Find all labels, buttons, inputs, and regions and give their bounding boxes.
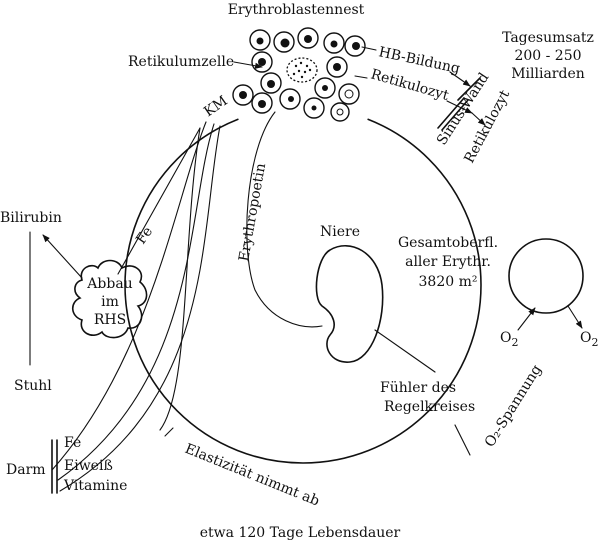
rhs-breakdown-cloud: [71, 259, 148, 339]
o2-in-label: O2: [500, 330, 518, 349]
eiweiss-label: Eiweiß: [64, 458, 113, 474]
darm-label: Darm: [6, 462, 46, 478]
surface-area-value: 3820 m²: [419, 274, 478, 290]
erythroblast-cell: [260, 72, 282, 94]
fe-recycle-line: [117, 127, 201, 275]
vitamine-label: Vitamine: [63, 478, 127, 494]
niere-label: Niere: [320, 224, 360, 240]
sinus-wall: [437, 77, 481, 131]
erythroblast-cell: [251, 51, 273, 73]
fe-upper-label: Fe: [133, 224, 156, 247]
erythroblast-cell: [326, 56, 348, 78]
tagesumsatz-value: 200 - 250: [514, 48, 581, 64]
regelkreises-label: Regelkreises: [384, 399, 475, 415]
o2-spannung-tick: [454, 424, 471, 456]
erythroblast-cell: [249, 29, 271, 51]
erythroblast-cell: [303, 97, 325, 119]
erythroblast-cell: [314, 77, 336, 99]
erythroblast-cell: [323, 32, 345, 54]
im-label: im: [101, 294, 119, 310]
gesamtoberfl-label: Gesamtoberfl.: [398, 235, 498, 251]
reticulocyte-cell: [338, 83, 360, 105]
supply-paths: [51, 121, 221, 492]
fe-lower-label: Fe: [64, 435, 81, 451]
bilirubin-label: Bilirubin: [0, 210, 62, 226]
erythroblast-cell: [344, 35, 366, 57]
tagesumsatz-label: Tagesumsatz: [502, 30, 594, 46]
erythroblast-cell: [279, 88, 301, 110]
bilirubin-arrow: [42, 234, 83, 279]
erythroblastennest-label: Erythroblastennest: [228, 2, 365, 18]
erythroblast-cell: [297, 27, 319, 49]
reticulocyte-cell: [330, 102, 350, 122]
reticulum-cell: [286, 57, 318, 83]
elastizitaet-label: Elastizität nimmt ab: [183, 441, 322, 510]
tagesumsatz-unit: Milliarden: [511, 66, 585, 82]
abbau-label: Abbau: [86, 276, 132, 292]
erythroblast-cell: [273, 31, 295, 53]
o2-in-arrow: [517, 307, 536, 331]
aller-erythr-label: aller Erythr.: [405, 254, 491, 270]
erythroblast-nest-cells: [232, 27, 366, 122]
o2-spannung-label: O₂-Spannung: [482, 362, 545, 450]
rhs-label: RHS: [94, 312, 126, 328]
fuehler-label: Fühler des: [380, 380, 456, 396]
kidney-shape: [315, 245, 384, 363]
km-label: KM: [201, 93, 230, 120]
erythropoetin-path: [246, 111, 323, 328]
lebensdauer-label: etwa 120 Tage Lebensdauer: [200, 525, 401, 541]
erythrocyte-surface-circle: [508, 238, 584, 314]
erythroblast-cell: [251, 92, 273, 114]
fuehler-line: [374, 329, 436, 373]
erythroblast-cell: [232, 84, 254, 106]
elastizitaet-tick: [164, 427, 174, 437]
o2-out-label: O2: [580, 330, 598, 349]
erythropoetin-label: Erythropoetin: [236, 162, 269, 263]
darm-bars: [51, 439, 58, 494]
retikulumzelle-label: Retikulumzelle: [128, 54, 234, 70]
stuhl-label: Stuhl: [14, 378, 52, 394]
o2-out-arrow: [567, 305, 583, 329]
